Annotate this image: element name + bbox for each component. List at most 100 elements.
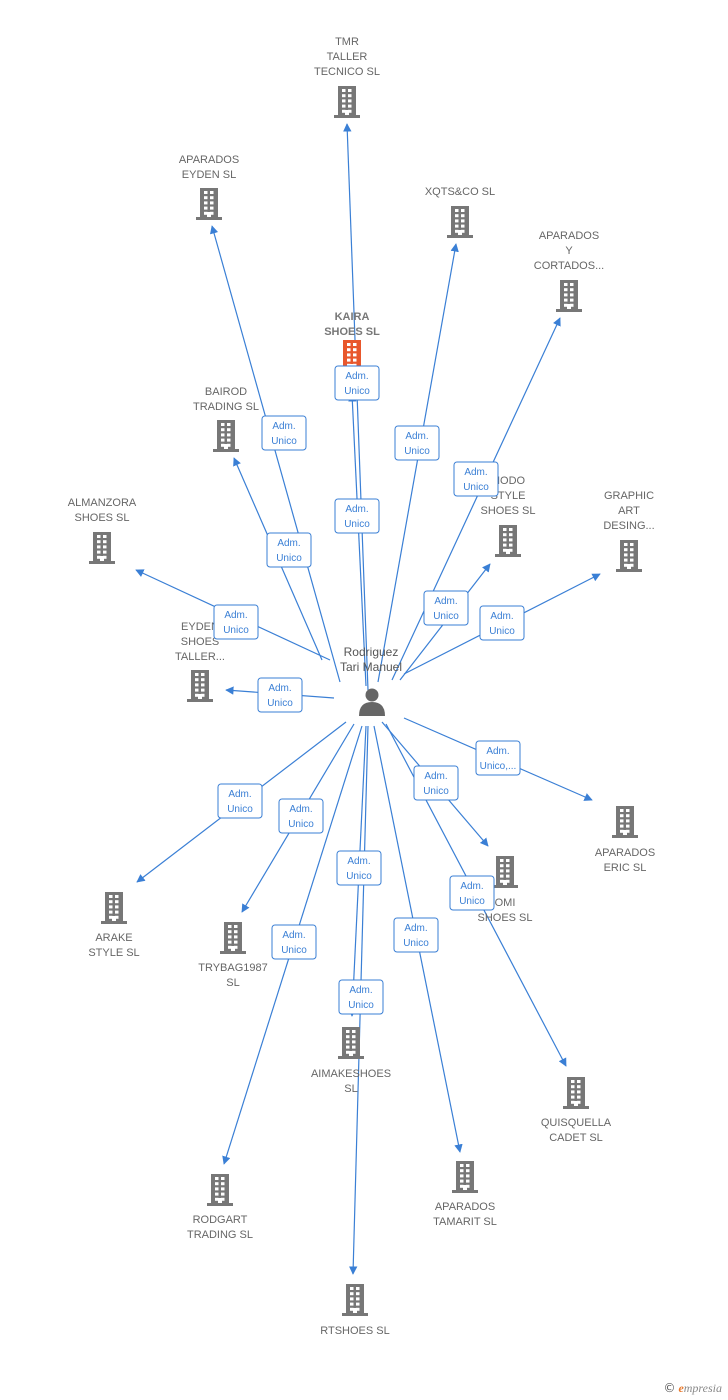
- company-node-graphic[interactable]: GRAPHICARTDESING...: [603, 490, 655, 572]
- role-box: [338, 979, 384, 1015]
- role-label-trybag[interactable]: Adm.Unico: [278, 798, 324, 834]
- role-label-graphic[interactable]: Adm. Unico: [479, 605, 525, 641]
- company-name-line: SHOES SL: [480, 505, 535, 517]
- role-label-rtshoes[interactable]: Adm.Unico: [338, 979, 384, 1015]
- company-name-line: CORTADOS...: [534, 260, 605, 272]
- role-label-xqts[interactable]: Adm.Unico: [394, 425, 440, 461]
- role-text: Adm.: [277, 538, 300, 549]
- company-node-ycortados[interactable]: APARADOSYCORTADOS...: [534, 230, 605, 312]
- role-label-bairod[interactable]: Adm. Unico: [266, 532, 312, 568]
- role-text: Adm.: [490, 611, 513, 622]
- role-box: [334, 498, 380, 534]
- company-name-line: ARAKE: [95, 932, 132, 944]
- role-label-tmr[interactable]: Adm.Unico: [334, 498, 380, 534]
- role-label-almanzora[interactable]: Adm.Unico: [213, 604, 259, 640]
- company-name-line: ALMANZORA: [68, 497, 137, 509]
- role-box: [266, 532, 312, 568]
- role-text: Unico: [281, 945, 307, 956]
- building-icon: [196, 188, 222, 220]
- role-text: Unico: [267, 698, 293, 709]
- role-box: [453, 461, 499, 497]
- building-icon: [495, 525, 521, 557]
- company-name-line: TRADING SL: [187, 1229, 253, 1241]
- company-name-line: SL: [344, 1083, 357, 1095]
- role-text: Adm.: [347, 856, 370, 867]
- company-name-line: QUISQUELLA: [541, 1117, 612, 1129]
- role-label-eyden[interactable]: Adm.Unico: [261, 415, 307, 451]
- role-label-tamarit[interactable]: Adm.Unico: [393, 917, 439, 953]
- building-icon: [556, 280, 582, 312]
- building-icon: [220, 922, 246, 954]
- company-name-line: RTSHOES SL: [320, 1325, 390, 1337]
- company-name-line: OMI: [495, 897, 516, 909]
- building-icon: [447, 206, 473, 238]
- role-label-arake[interactable]: Adm.Unico: [217, 783, 263, 819]
- role-text: Adm.: [224, 610, 247, 621]
- role-label-omi[interactable]: Adm. Unico: [413, 765, 459, 801]
- role-text: Unico: [423, 786, 449, 797]
- role-text: Unico: [288, 819, 314, 830]
- company-node-tmr[interactable]: TMR TALLER TECNICO SL: [314, 36, 380, 118]
- company-node-xqts[interactable]: XQTS&CO SL: [425, 186, 495, 238]
- role-text: Adm.: [268, 683, 291, 694]
- role-label-aimake[interactable]: Adm.Unico: [336, 850, 382, 886]
- role-box: [479, 605, 525, 641]
- company-name-line: SHOES SL: [324, 326, 380, 338]
- role-label-eydenshoes[interactable]: Adm. Unico: [257, 677, 303, 713]
- role-text: Unico: [344, 386, 370, 397]
- company-name-line: SHOES: [181, 636, 220, 648]
- role-text: Unico: [489, 626, 515, 637]
- edge-tmr: [343, 123, 369, 691]
- company-name-line: XQTS&CO SL: [425, 186, 495, 198]
- building-icon: [187, 670, 213, 702]
- company-name-line: BAIROD: [205, 386, 247, 398]
- role-text: Unico: [271, 436, 297, 447]
- role-label-kaira[interactable]: Adm. Unico: [334, 365, 380, 401]
- company-node-quisquella[interactable]: QUISQUELLA CADET SL: [541, 1077, 612, 1144]
- role-label-ycortados[interactable]: Adm.Unico: [453, 461, 499, 497]
- building-icon: [334, 86, 360, 118]
- company-name-line: TECNICO SL: [314, 66, 380, 78]
- role-label-eric[interactable]: Adm.Unico,...: [475, 740, 521, 776]
- building-icon: [452, 1161, 478, 1193]
- role-text: Adm.: [345, 371, 368, 382]
- role-text: Adm.: [460, 881, 483, 892]
- role-box: [257, 677, 303, 713]
- role-text: Unico: [276, 553, 302, 564]
- company-name-line: CADET SL: [549, 1132, 603, 1144]
- role-box: [393, 917, 439, 953]
- building-icon: [338, 1027, 364, 1059]
- role-label-quisquella[interactable]: Adm.Unico: [449, 875, 495, 911]
- company-name-line: EYDEN SL: [182, 169, 236, 181]
- role-text: Adm.: [486, 746, 509, 757]
- role-text: Adm.: [424, 771, 447, 782]
- role-label-rodgart[interactable]: Adm.Unico: [271, 924, 317, 960]
- role-box: [261, 415, 307, 451]
- role-text: Adm.: [349, 985, 372, 996]
- company-node-rtshoes[interactable]: RTSHOES SL: [320, 1284, 390, 1337]
- company-name-line: TRYBAG1987: [198, 962, 268, 974]
- building-icon: [616, 540, 642, 572]
- role-label-modo[interactable]: Adm.Unico: [423, 590, 469, 626]
- company-node-eydenshoes[interactable]: EYDENSHOESTALLER...: [175, 621, 225, 702]
- company-name-line: TMR: [335, 36, 359, 48]
- edge-kaira: [348, 393, 367, 687]
- company-name-line: MODO: [491, 475, 526, 487]
- company-name-line: TALLER: [327, 51, 368, 63]
- building-icon: [207, 1174, 233, 1206]
